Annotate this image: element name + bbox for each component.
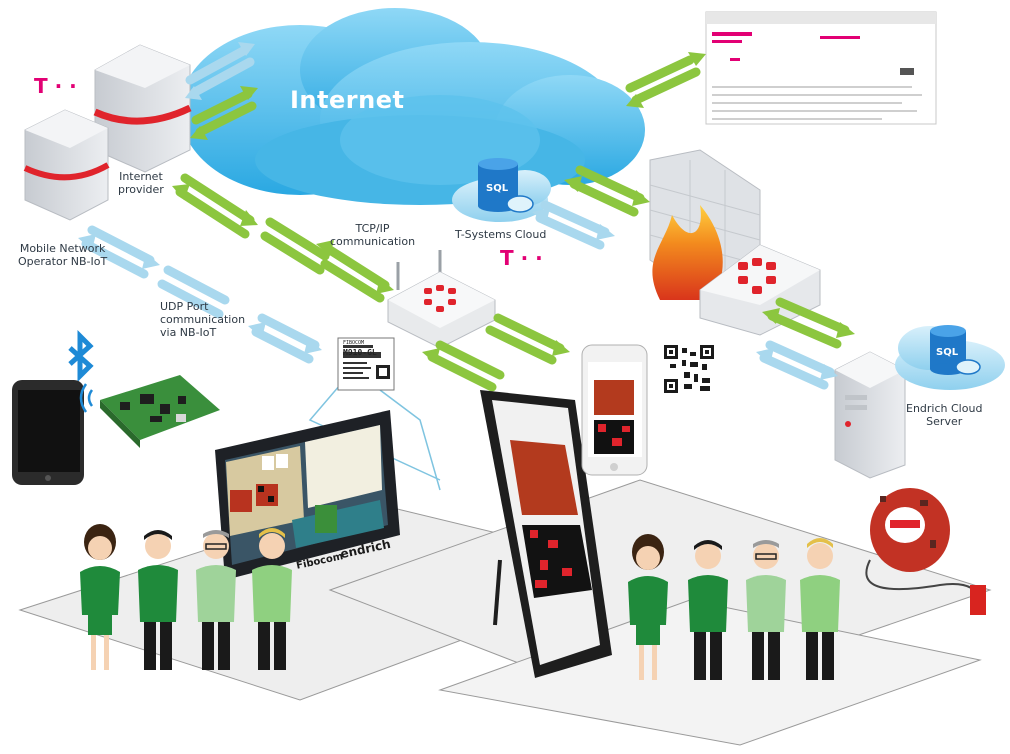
telekom-logo-tsystems: T · ·: [500, 246, 543, 270]
display-stand-icon: [480, 390, 612, 678]
router-icon: [387, 250, 496, 349]
bluetooth-icon: [68, 329, 94, 383]
sql-database-icon: SQL: [478, 158, 534, 213]
smartphone-icon: [12, 380, 84, 485]
development-board: [100, 375, 220, 448]
endrich-cloud-label: Endrich Cloud Server: [906, 402, 983, 428]
people-group-right: [628, 534, 840, 680]
svg-text:SQL: SQL: [486, 183, 509, 194]
endrich-cloud: SQL: [895, 325, 1005, 390]
module-brand: FIBOCOM: [343, 340, 365, 346]
internet-provider-label: Internet provider: [118, 170, 164, 196]
data-flow-arrows: [78, 42, 855, 392]
tsystems-label: T-Systems Cloud: [455, 228, 547, 241]
mobile-phone-display: [581, 344, 648, 476]
connection-lines: [308, 384, 441, 491]
nbiot-module: [337, 337, 395, 391]
web-dashboard-window: [705, 11, 937, 125]
svg-text:SQL: SQL: [936, 347, 959, 358]
mobile-network-operator-server: [23, 109, 110, 221]
internet-provider-server: [93, 44, 192, 173]
internet-cloud: [180, 8, 645, 205]
telekom-logo: T · ·: [34, 74, 77, 98]
tcp-ip-label: TCP/IP communication: [330, 222, 416, 248]
mno-label: Mobile Network Operator NB-IoT: [18, 242, 108, 268]
module-name: M910-GL: [343, 348, 377, 357]
monitor-icon: [215, 410, 400, 580]
endrich-robot: [865, 488, 986, 615]
firewall-icon: [649, 149, 761, 301]
people-group-left: [80, 524, 292, 670]
internet-cloud-title: Internet: [290, 86, 405, 114]
server-icon: [834, 351, 906, 479]
qr-code-icon: [664, 345, 714, 393]
udp-label: UDP Port communication via NB-IoT: [160, 300, 246, 339]
wifi-signal: [79, 383, 94, 413]
cloud-router: [699, 244, 821, 336]
